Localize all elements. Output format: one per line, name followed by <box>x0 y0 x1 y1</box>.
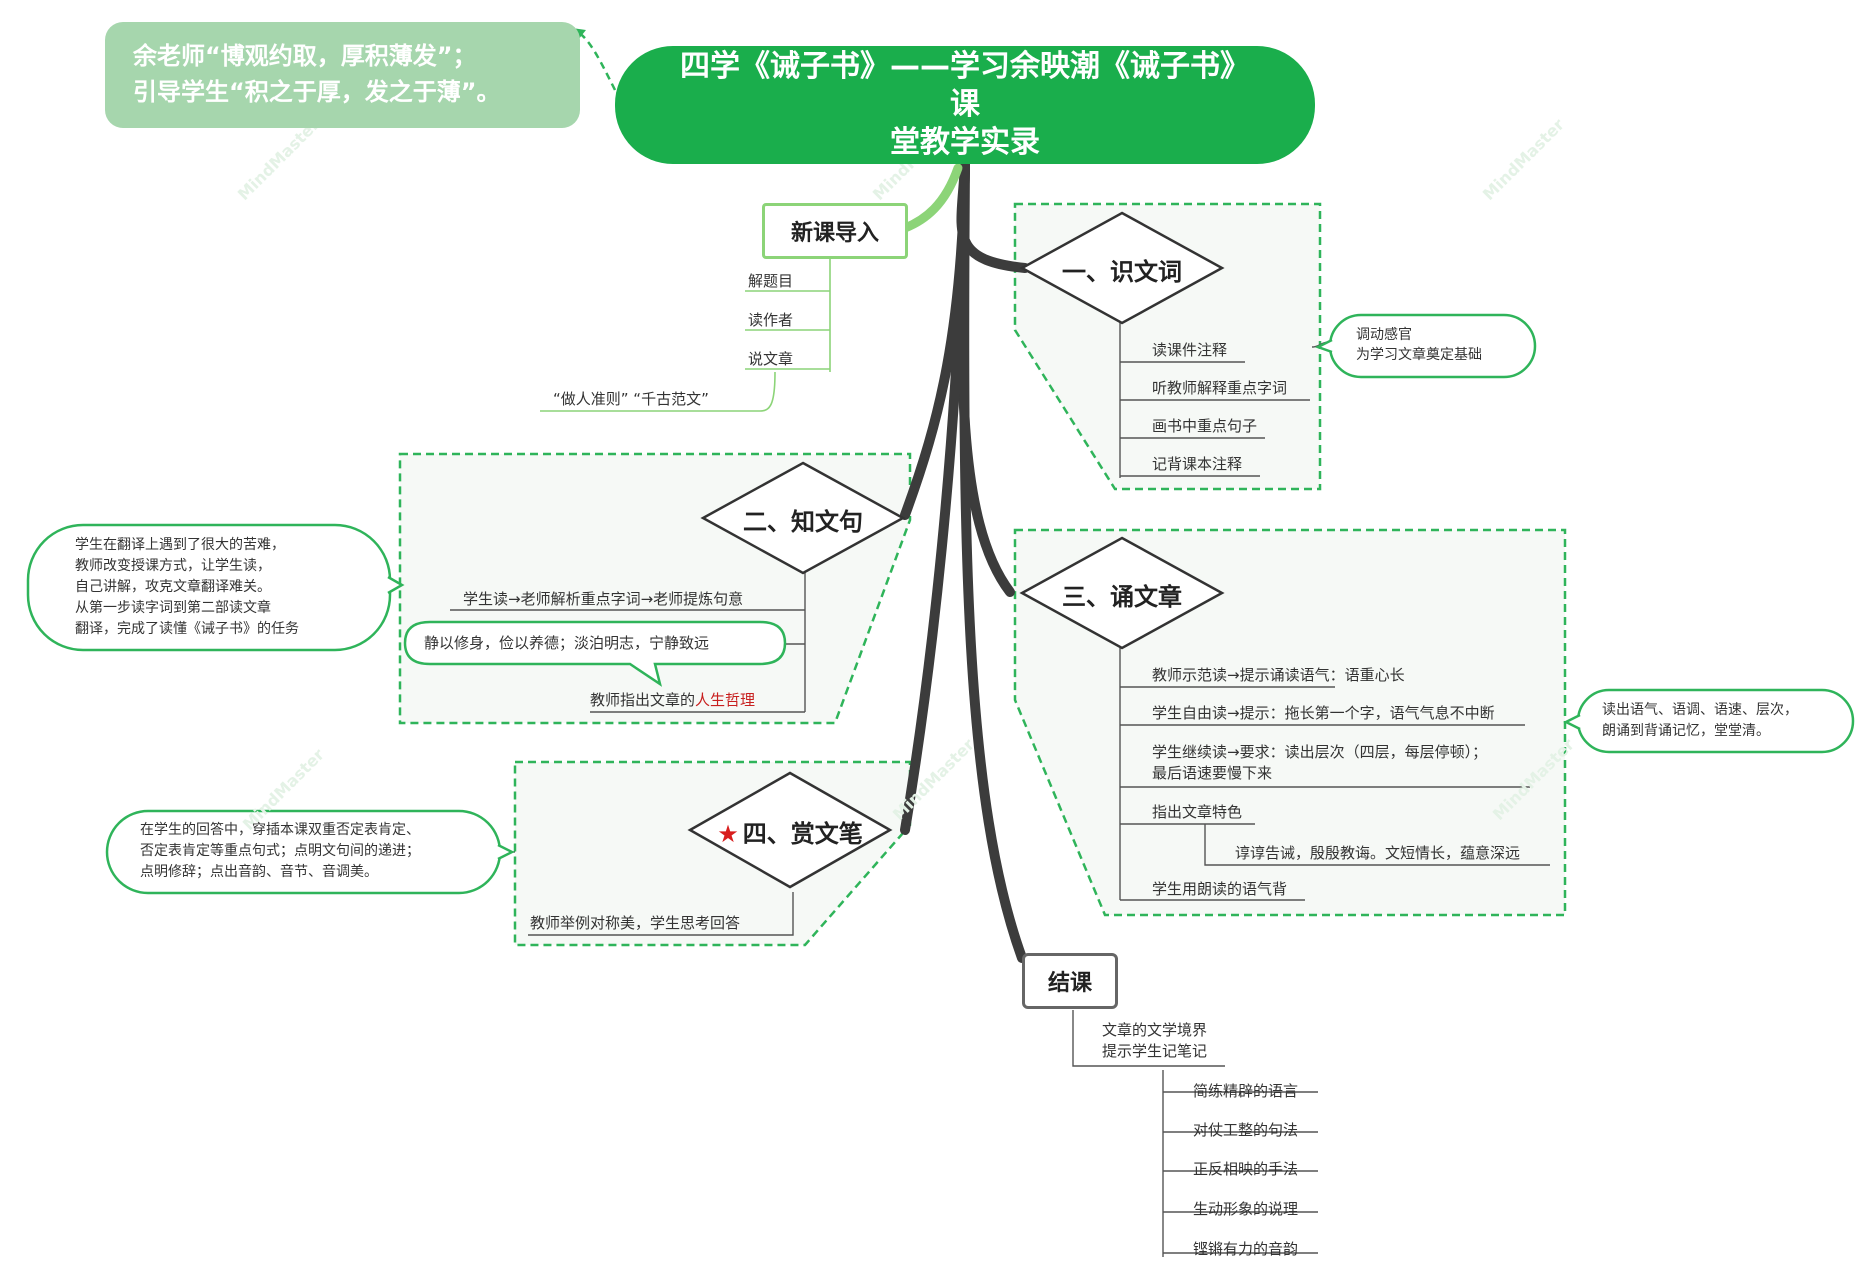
intro-item-2[interactable]: 读作者 <box>748 311 794 329</box>
end-item-4[interactable]: 生动形象的说理 <box>1193 1200 1299 1218</box>
root-title: 四学《诫子书》——学习余映潮《诫子书》课 堂教学实录 <box>680 49 1250 160</box>
sec2-item-3-highlight: 人生哲理 <box>695 691 756 709</box>
sec4-callout: 在学生的回答中，穿插本课双重否定表肯定、 否定表肯定等重点句式；点明文句间的递进… <box>140 822 420 880</box>
sec2-topic[interactable]: 二、知文句 <box>743 508 863 536</box>
sec3-item-4[interactable]: 指出文章特色 <box>1152 803 1243 821</box>
sec1-callout: 调动感官 为学习文章奠定基础 <box>1356 327 1482 363</box>
sec2-callout: 学生在翻译上遇到了很大的苦难， 教师改变授课方式，让学生读， 自己讲解，攻克文章… <box>75 537 299 637</box>
diamond-sec3-shape <box>1019 536 1225 650</box>
sec2-quote-bubble[interactable]: 静以修身，俭以养德；淡泊明志，宁静致远 <box>424 634 710 652</box>
sec3-callout: 读出语气、语调、语速、层次， 朗诵到背诵记忆，堂堂清。 <box>1602 702 1798 739</box>
sec4-item[interactable]: 教师举例对称美，学生思考回答 <box>530 914 741 932</box>
end-topic[interactable]: 结课 <box>1022 953 1118 1009</box>
top-callout: 余老师“博观约取，厚积薄发”； 引导学生“积之于厚，发之于薄”。 <box>105 22 580 128</box>
end-item-5[interactable]: 铿锵有力的音韵 <box>1193 1240 1299 1258</box>
sec1-item-4[interactable]: 记背课本注释 <box>1152 455 1243 473</box>
sec4-topic[interactable]: ★四、赏文笔 <box>690 814 890 849</box>
diamond-sec2-shape <box>700 461 906 575</box>
sec3-topic[interactable]: 三、诵文章 <box>1062 583 1182 611</box>
quote-bubble-shape <box>403 620 787 687</box>
root-topic[interactable]: 四学《诫子书》——学习余映潮《诫子书》课 堂教学实录 <box>615 46 1315 164</box>
callout-arrow <box>577 30 617 91</box>
sec3-item-1[interactable]: 教师示范读→提示诵读语气：语重心长 <box>1152 666 1405 684</box>
end-item-2[interactable]: 对仗工整的句法 <box>1193 1121 1299 1139</box>
intro-item-3[interactable]: 说文章 <box>748 350 794 368</box>
sec2-item-1[interactable]: 学生读→老师解析重点字词→老师提炼句意 <box>463 590 744 608</box>
sec3-item-5[interactable]: 谆谆告诫，殷殷教诲。文短情长，蕴意深远 <box>1235 844 1521 862</box>
intro-note[interactable]: “做人准则” “千古范文” <box>553 390 709 408</box>
diamond-sec4-shape <box>687 771 893 889</box>
sec4-topic-label: 四、赏文笔 <box>742 820 863 848</box>
sec2-item-3-prefix: 教师指出文章的 <box>590 691 696 709</box>
sec3-item-3[interactable]: 学生继续读→要求：读出层次（四层，每层停顿）； 最后语速要慢下来 <box>1152 743 1488 782</box>
intro-item-1[interactable]: 解题目 <box>748 272 794 290</box>
sec1-item-2[interactable]: 听教师解释重点字词 <box>1152 379 1288 397</box>
sec1-item-3[interactable]: 画书中重点句子 <box>1152 417 1258 435</box>
end-item-3[interactable]: 正反相映的手法 <box>1193 1160 1299 1178</box>
sec1-item-1[interactable]: 读课件注释 <box>1152 341 1228 359</box>
diamond-sec1-shape <box>1019 211 1225 325</box>
star-icon: ★ <box>717 820 739 848</box>
intro-topic[interactable]: 新课导入 <box>762 203 908 259</box>
sec2-item-3[interactable]: 教师指出文章的人生哲理 <box>590 689 755 710</box>
end-item-1[interactable]: 简练精辟的语言 <box>1193 1082 1299 1100</box>
sec3-item-6[interactable]: 学生用朗读的语气背 <box>1152 880 1288 898</box>
end-first[interactable]: 文章的文学境界 提示学生记笔记 <box>1102 1021 1208 1060</box>
sec3-item-2[interactable]: 学生自由读→提示：拖长第一个字，语气气息不中断 <box>1152 704 1495 722</box>
sec1-topic[interactable]: 一、识文词 <box>1062 258 1182 286</box>
